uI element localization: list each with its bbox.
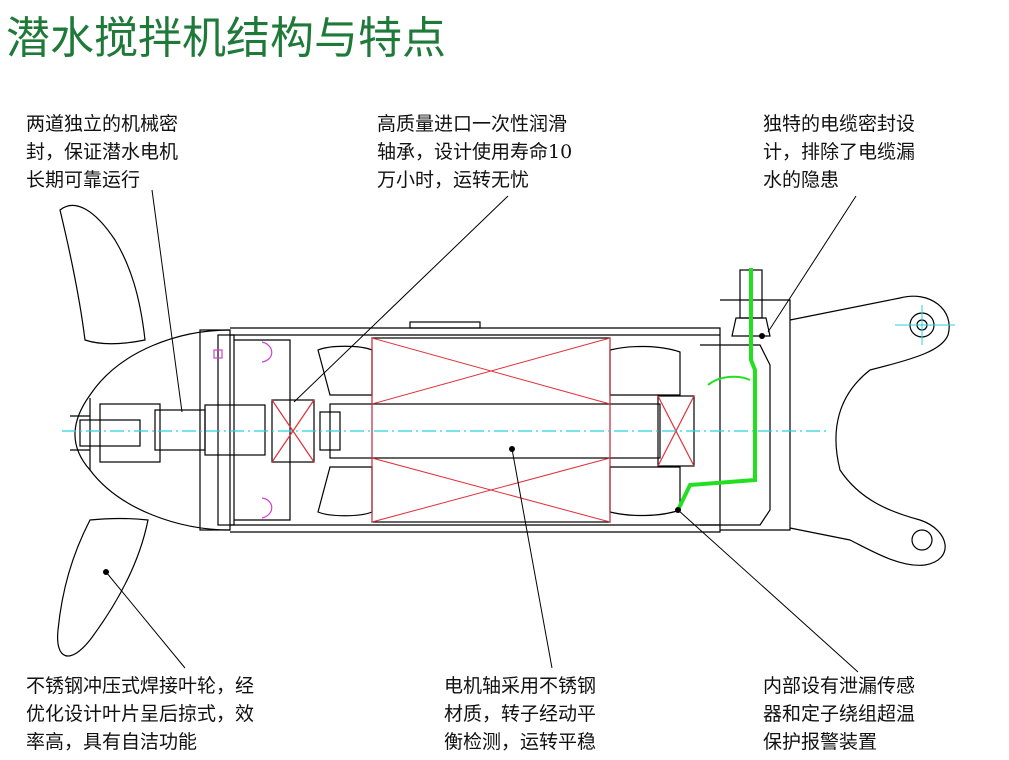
annotation-line: 轴承，设计使用寿命10 (377, 141, 573, 163)
annotation-line: 不锈钢冲压式焊接叶轮，经 (26, 675, 255, 697)
annotation-cable-seal: 独特的电缆密封设 计，排除了电缆漏 水的隐患 (763, 110, 915, 194)
annotation-leak-sensor: 内部设有泄漏传感 器和定子绕组超温 保护报警装置 (763, 672, 915, 756)
annotation-line: 水的隐患 (763, 169, 840, 191)
annotation-line: 万小时，运转无忧 (377, 169, 530, 191)
annotation-motor-shaft: 电机轴采用不锈钢 材质，转子经动平 衡检测，运转平稳 (444, 672, 596, 756)
annotation-line: 长期可靠运行 (26, 169, 141, 191)
annotation-line: 衡检测，运转平稳 (444, 731, 597, 753)
annotation-line: 保护报警装置 (763, 731, 878, 753)
annotation-mechanical-seal: 两道独立的机械密 封，保证潜水电机 长期可靠运行 (26, 110, 178, 194)
motor-housing (230, 327, 721, 533)
annotation-impeller: 不锈钢冲压式焊接叶轮，经 优化设计叶片呈后掠式，效 率高，具有自洁功能 (26, 672, 254, 756)
annotation-line: 内部设有泄漏传感 (763, 675, 916, 697)
page-title: 潜水搅拌机结构与特点 (6, 13, 446, 64)
impeller-blade-top (59, 204, 146, 345)
impeller-blade-bottom (57, 517, 149, 657)
power-cable (676, 268, 757, 511)
annotation-line: 率高，具有自洁功能 (26, 731, 198, 753)
annotation-line: 优化设计叶片呈后掠式，效 (26, 703, 255, 725)
stator-winding (371, 337, 611, 523)
annotation-line: 材质，转子经动平 (444, 703, 597, 725)
rear-bracket (789, 295, 950, 566)
annotation-line: 独特的电缆密封设 (763, 113, 916, 135)
annotation-line: 计，排除了电缆漏 (763, 141, 916, 163)
annotation-line: 两道独立的机械密 (26, 113, 179, 135)
annotation-bearing: 高质量进口一次性润滑 轴承，设计使用寿命10 万小时，运转无忧 (377, 110, 572, 194)
annotation-line: 电机轴采用不锈钢 (444, 675, 597, 697)
impeller-hub (74, 329, 231, 531)
annotation-line: 高质量进口一次性润滑 (377, 113, 568, 135)
annotation-line: 封，保证潜水电机 (26, 141, 179, 163)
annotation-line: 器和定子绕组超温 (763, 703, 916, 725)
